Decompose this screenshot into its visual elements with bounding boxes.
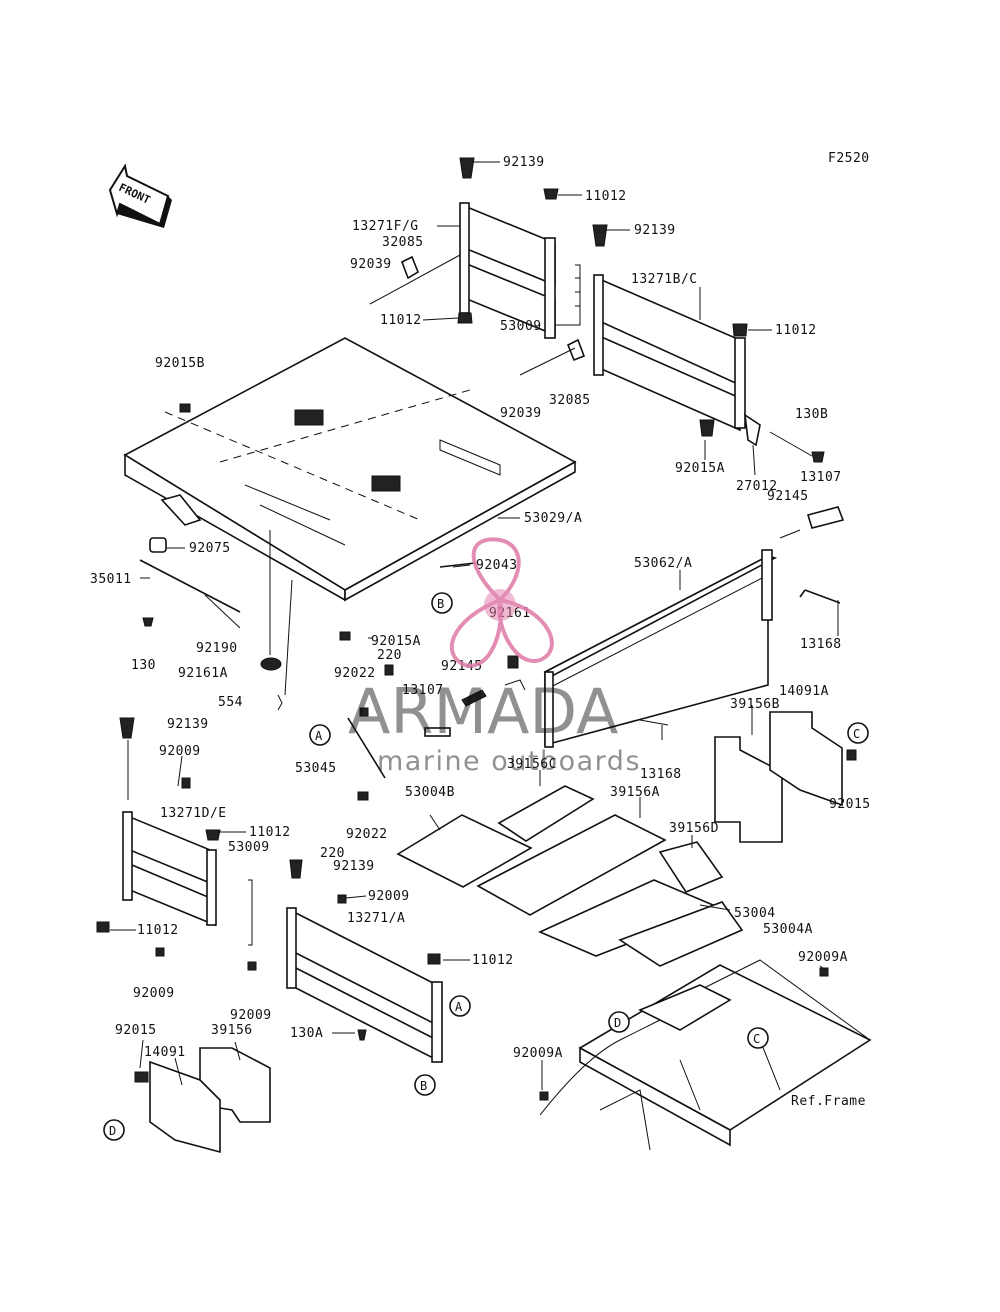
- callout-c1: C: [853, 727, 860, 741]
- label-92145: 92145: [441, 659, 483, 674]
- side-panel-13271a: [155, 859, 829, 1063]
- callout-d2: D: [109, 1124, 116, 1138]
- label-53004b: 53004B: [405, 785, 455, 800]
- label-92015: 92015: [829, 797, 871, 812]
- label-14091a: 14091A: [779, 684, 829, 699]
- label-53029: 53029/A: [524, 511, 582, 526]
- label-13271de: 13271D/E: [160, 806, 227, 821]
- label-53004a: 53004A: [763, 922, 813, 937]
- label-92009a: 92009A: [798, 950, 848, 965]
- label-13107: 13107: [800, 470, 842, 485]
- label-11012: 11012: [137, 923, 179, 938]
- callout-b1: B: [437, 597, 444, 611]
- cable-53045: [347, 664, 526, 801]
- label-53045: 53045: [295, 761, 337, 776]
- label-13271a: 13271/A: [347, 911, 405, 926]
- side-panel-13271de: [96, 717, 253, 946]
- label-35011: 35011: [90, 572, 132, 587]
- label-92015a: 92015A: [371, 634, 421, 649]
- label-92161a: 92161A: [178, 666, 228, 681]
- label-11012: 11012: [380, 313, 422, 328]
- label-92139: 92139: [503, 155, 545, 170]
- label-92022: 92022: [346, 827, 388, 842]
- label-220: 220: [377, 648, 402, 663]
- label-11012: 11012: [775, 323, 817, 338]
- callout-circles: B A C A B D C D: [103, 592, 869, 1141]
- ref-frame: [539, 959, 872, 1151]
- label-53004: 53004: [734, 906, 776, 921]
- label-ref-frame: Ref.Frame: [791, 1094, 866, 1109]
- front-arrow-icon: FRONT: [108, 163, 172, 228]
- label-53062: 53062/A: [634, 556, 692, 571]
- part-labels: 92139 11012 13271F/G 32085 92039 11012 5…: [90, 155, 871, 1109]
- label-92015b: 92015B: [155, 356, 205, 371]
- tailgate-53062: [439, 506, 845, 748]
- label-53009: 53009: [228, 840, 270, 855]
- callout-b2: B: [420, 1079, 427, 1093]
- label-32085: 32085: [549, 393, 591, 408]
- label-92145: 92145: [767, 489, 809, 504]
- label-32085: 32085: [382, 235, 424, 250]
- label-39156: 39156: [211, 1023, 253, 1038]
- label-92039: 92039: [500, 406, 542, 421]
- label-39156c: 39156C: [507, 757, 557, 772]
- watermark-brand: ARMADA: [348, 675, 618, 748]
- clip-92139-a: [459, 157, 475, 179]
- label-92043: 92043: [476, 558, 518, 573]
- watermark: ARMADA marine outboards: [348, 537, 641, 777]
- callout-a1: A: [315, 729, 323, 743]
- label-92139: 92139: [333, 859, 375, 874]
- label-13168: 13168: [800, 637, 842, 652]
- label-39156b: 39156B: [730, 697, 780, 712]
- callout-c2: C: [753, 1032, 760, 1046]
- leader-lines: [110, 161, 839, 1090]
- label-27012: 27012: [736, 479, 778, 494]
- label-130: 130: [131, 658, 156, 673]
- label-92075: 92075: [189, 541, 231, 556]
- label-11012: 11012: [249, 825, 291, 840]
- label-39156a: 39156A: [610, 785, 660, 800]
- label-11012: 11012: [472, 953, 514, 968]
- side-panel-13271bc: [519, 224, 825, 463]
- label-13271bc: 13271B/C: [631, 272, 698, 287]
- label-92009: 92009: [133, 986, 175, 1001]
- pad-39156b: [714, 711, 857, 843]
- label-92190: 92190: [196, 641, 238, 656]
- side-panel-13271fg: [369, 157, 559, 339]
- label-130b: 130B: [795, 407, 828, 422]
- left-small-parts: [139, 530, 293, 711]
- label-92139: 92139: [634, 223, 676, 238]
- callout-d1: D: [614, 1016, 621, 1030]
- label-13168: 13168: [640, 767, 682, 782]
- bed-floor-53029: [123, 337, 577, 641]
- label-92015a: 92015A: [675, 461, 725, 476]
- label-13107: 13107: [402, 683, 444, 698]
- label-11012: 11012: [585, 189, 627, 204]
- label-92022: 92022: [334, 666, 376, 681]
- label-13271fg: 13271F/G: [352, 219, 419, 234]
- label-92009a: 92009A: [513, 1046, 563, 1061]
- label-92139: 92139: [167, 717, 209, 732]
- callout-a2: A: [455, 1000, 463, 1014]
- figure-code: F2520: [828, 151, 870, 166]
- pad-39156: [134, 1047, 271, 1154]
- label-92039: 92039: [350, 257, 392, 272]
- label-92009: 92009: [368, 889, 410, 904]
- label-92015: 92015: [115, 1023, 157, 1038]
- label-39156d: 39156D: [669, 821, 719, 836]
- label-92009: 92009: [230, 1008, 272, 1023]
- label-53009: 53009: [500, 319, 542, 334]
- label-92009: 92009: [159, 744, 201, 759]
- floor-mats: [396, 785, 744, 967]
- label-130a: 130A: [290, 1026, 323, 1041]
- label-14091: 14091: [144, 1045, 186, 1060]
- propeller-logo-icon: [449, 537, 554, 668]
- label-220: 220: [320, 846, 345, 861]
- watermark-tagline: marine outboards: [377, 746, 641, 777]
- label-554: 554: [218, 695, 243, 710]
